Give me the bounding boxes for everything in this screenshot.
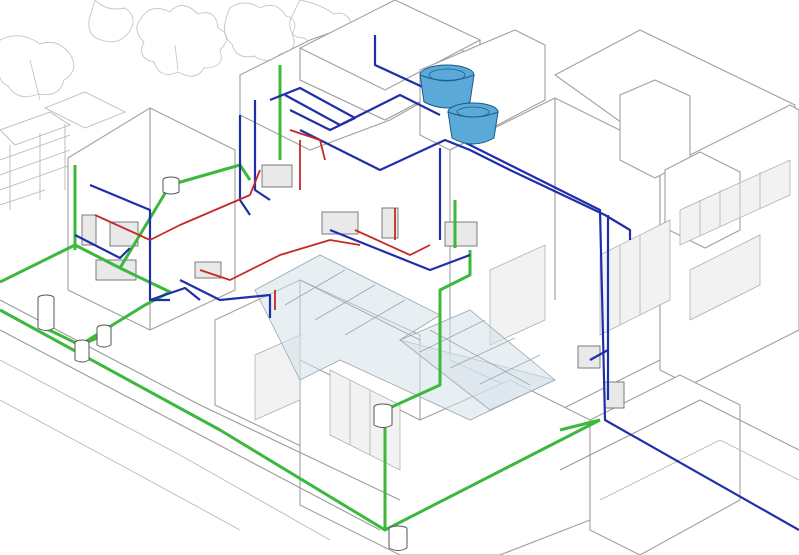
water-heater-left	[81, 214, 97, 246]
cold-water-pipes	[74, 35, 799, 531]
inspection-box	[373, 403, 393, 428]
vanity-sink	[321, 211, 359, 235]
water-tanks	[419, 64, 499, 145]
water-tank	[447, 102, 499, 145]
inspection-box	[74, 339, 90, 363]
inspection-box	[162, 176, 180, 195]
utility-counter	[95, 259, 137, 281]
inspection-boxes	[37, 176, 408, 551]
laundry-sink	[109, 221, 139, 247]
inspection-box	[96, 324, 112, 348]
shower-box	[381, 207, 399, 239]
toilet-upper	[261, 164, 293, 188]
sewer-pipes	[0, 65, 601, 532]
windows	[254, 159, 791, 471]
laundry-tank-right	[577, 345, 601, 369]
pergola	[0, 91, 127, 210]
inspection-box	[388, 525, 408, 551]
toilet-right	[444, 221, 478, 247]
inspection-box	[37, 294, 55, 331]
water-tank	[419, 64, 475, 109]
hot-water-pipes	[94, 129, 431, 310]
